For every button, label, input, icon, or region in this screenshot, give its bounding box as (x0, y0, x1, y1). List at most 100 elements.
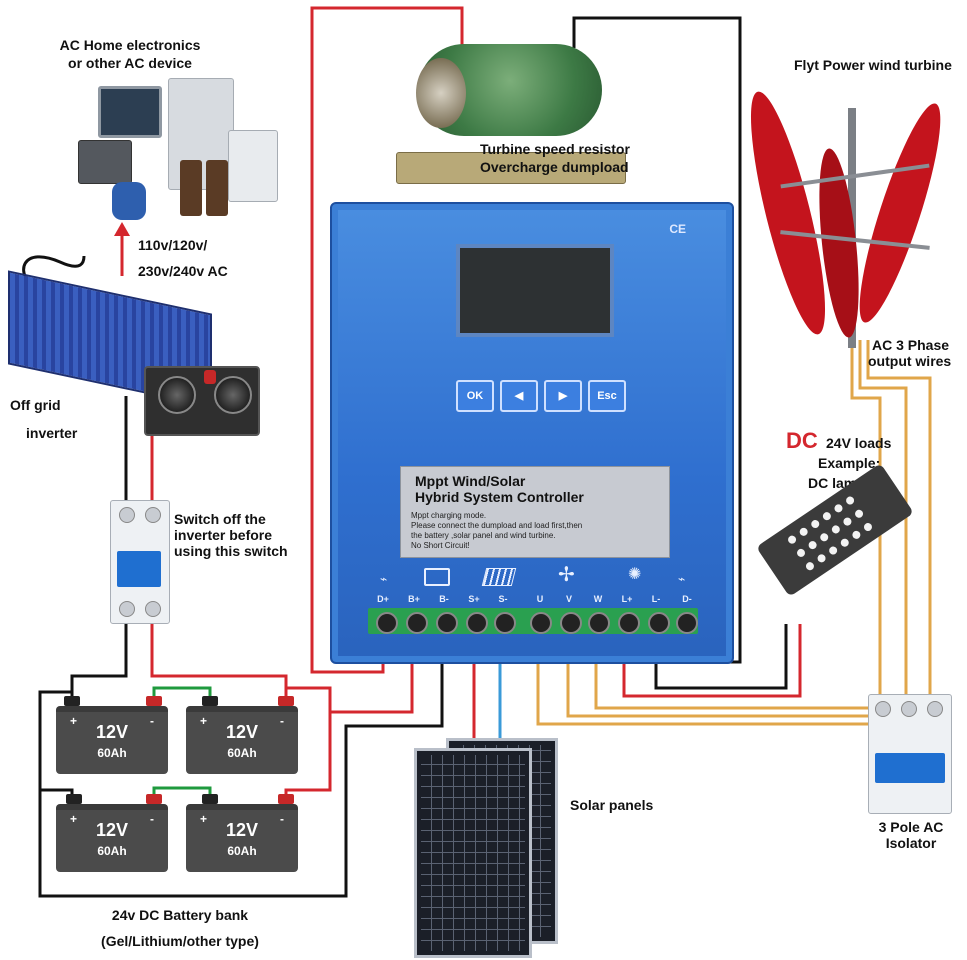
resistor-label-2: Overcharge dumpload (480, 159, 629, 175)
terminal-label-l-plus: L+ (621, 594, 633, 604)
ac-wire-turbine-1 (850, 340, 882, 694)
terminal-label-s-minus: S- (498, 594, 508, 604)
battery-post-pos (278, 794, 294, 804)
ac3-label-2: output wires (868, 353, 952, 369)
terminal-label-s-plus: S+ (468, 594, 480, 604)
terminal-label-u: U (536, 594, 544, 604)
led-icon (827, 544, 839, 557)
switch-note-3: using this switch (174, 543, 288, 559)
battery-4: + - 12V 60Ah (186, 804, 298, 872)
battery-link-green-top (152, 686, 212, 702)
vacuum (112, 182, 146, 220)
fan-icon (158, 376, 196, 414)
battery-1: + - 12V 60Ah (56, 706, 168, 774)
resistor-icon: ⌁ (678, 572, 686, 586)
resistor-label-1: Turbine speed resistor (480, 141, 630, 157)
ok-button[interactable]: OK (456, 380, 494, 412)
dc-breaker-2-pole[interactable] (110, 500, 170, 624)
terminal-screw[interactable] (560, 612, 582, 634)
battery-voltage: 12V (95, 820, 129, 840)
battery-minus: - (280, 812, 284, 826)
terminal-screw[interactable] (406, 612, 428, 634)
switch-note-2: inverter before (174, 527, 273, 543)
breaker-toggle[interactable] (117, 551, 161, 587)
led-icon (850, 529, 862, 541)
controller-instructions: Mppt charging mode. Please connect the d… (411, 511, 582, 551)
terminal-screw[interactable] (466, 612, 488, 634)
ac3-label-1: AC 3 Phase (872, 337, 950, 353)
led-icon (839, 537, 851, 549)
controller-title-line2: Hybrid System Controller (415, 489, 584, 505)
terminal-screw[interactable] (436, 612, 458, 634)
terminal-screw[interactable] (648, 612, 670, 634)
ac-isolator-3-pole[interactable] (868, 694, 952, 814)
led-icon (807, 539, 819, 551)
battery-post-neg (202, 696, 218, 706)
battery-bank-label-2: (Gel/Lithium/other type) (101, 933, 259, 949)
battery-capacity: 60Ah (227, 746, 257, 760)
led-icon (818, 531, 830, 543)
terminal-screw[interactable] (618, 612, 640, 634)
terminal-screw[interactable] (494, 612, 516, 634)
battery-post-pos (146, 794, 162, 804)
battery-capacity: 60Ah (97, 746, 127, 760)
controller-title-line1: Mppt Wind/Solar (415, 473, 526, 489)
battery-post-neg (202, 794, 218, 804)
led-icon (795, 547, 807, 559)
microwave (78, 140, 132, 184)
controller-label-plate: Mppt Wind/Solar Hybrid System Controller… (400, 466, 670, 558)
battery-voltage: 12V (95, 722, 129, 742)
isolator-label-2: Isolator (885, 835, 937, 851)
isolator-toggle[interactable] (875, 753, 945, 783)
instruction-line2: Please connect the dumpload and load fir… (411, 521, 583, 530)
terminal-screw[interactable] (376, 612, 398, 634)
breaker-screw-icon (119, 507, 135, 523)
led-icon (786, 534, 798, 546)
battery-capacity: 60Ah (97, 844, 127, 858)
instruction-line1: Mppt charging mode. (411, 511, 487, 520)
terminal-screw[interactable] (588, 612, 610, 634)
led-icon (798, 526, 810, 538)
right-arrow-button[interactable]: ▶ (544, 380, 582, 412)
battery-bank-label-1: 24v DC Battery bank (111, 907, 249, 923)
battery-3: + - 12V 60Ah (56, 804, 168, 872)
breaker-wire-black (70, 622, 128, 700)
tv (98, 86, 162, 138)
terminal-label-w: W (593, 594, 603, 604)
battery-icon (424, 568, 450, 586)
battery-voltage: 12V (225, 820, 259, 840)
ac-wire-turbine-2 (858, 340, 908, 694)
battery-minus: - (280, 714, 284, 728)
battery-post-pos (146, 696, 162, 706)
dc-label: DC (786, 428, 818, 453)
breaker-screw-icon (145, 601, 161, 617)
solar-panels-label: Solar panels (570, 797, 654, 813)
ac-wire-turbine-3 (866, 340, 932, 694)
led-icon (832, 502, 845, 514)
terminal-label-v: V (565, 594, 572, 604)
left-arrow-button[interactable]: ◀ (500, 380, 538, 412)
terminal-block (368, 608, 698, 634)
speakers-2 (206, 160, 228, 216)
ac-home-label-line1: AC Home electronics or other AC device (59, 37, 201, 71)
battery-plus: + (200, 714, 208, 728)
washing-machine (228, 130, 278, 202)
off-grid-label: Off grid (10, 397, 61, 413)
terminal-red-icon (204, 370, 216, 384)
isolator-screw-icon (875, 701, 891, 717)
isolator-screw-icon (901, 701, 917, 717)
breaker-wire-red (150, 622, 288, 702)
battery-post-pos (278, 696, 294, 706)
resistor-icon: ⌁ (380, 572, 388, 586)
wind-turbine-icon: ✢ (558, 562, 575, 586)
led-icon (809, 518, 821, 530)
battery-plus: + (70, 714, 78, 728)
terminal-screw[interactable] (676, 612, 698, 634)
led-icon (804, 560, 816, 572)
led-icon (830, 523, 842, 535)
terminal-screw[interactable] (530, 612, 552, 634)
battery-plus: + (200, 812, 208, 826)
battery-post-neg (66, 794, 82, 804)
esc-button[interactable]: Esc (588, 380, 626, 412)
dc-loads-label-2: Example: (818, 455, 881, 471)
